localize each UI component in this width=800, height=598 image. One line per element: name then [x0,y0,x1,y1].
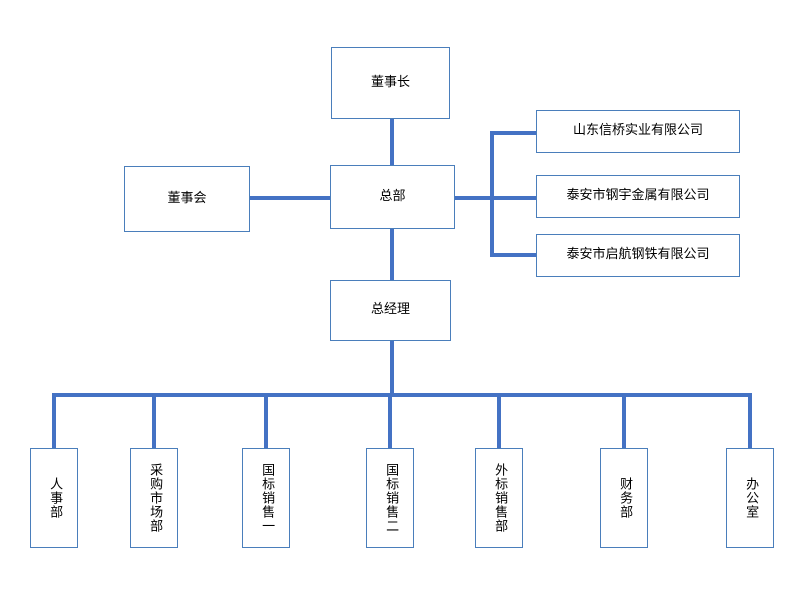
node-subsidiary-2-label: 泰安市钢宇金属有限公司 [566,188,710,204]
node-chairman[interactable]: 董事长 [331,47,450,119]
node-department-6-label: 财务部 [617,477,633,519]
node-subsidiary-2[interactable]: 泰安市钢宇金属有限公司 [536,175,740,218]
node-department-4[interactable]: 国标销售二 [366,448,414,548]
node-department-6[interactable]: 财务部 [600,448,648,548]
node-department-7[interactable]: 办公室 [726,448,774,548]
node-department-1-label: 人事部 [47,477,63,519]
node-department-5[interactable]: 外标销售部 [475,448,523,548]
node-department-3[interactable]: 国标销售一 [242,448,290,548]
node-department-2[interactable]: 采购市场部 [130,448,178,548]
node-department-1[interactable]: 人事部 [30,448,78,548]
node-subsidiary-3[interactable]: 泰安市启航钢铁有限公司 [536,234,740,277]
node-subsidiary-1[interactable]: 山东信桥实业有限公司 [536,110,740,153]
node-chairman-label: 董事长 [370,74,410,90]
node-subsidiary-1-label: 山东信桥实业有限公司 [572,123,703,139]
connector-branch-subsidiary-2 [490,196,538,200]
connector-drop-department-1 [52,393,56,448]
connector-drop-department-4 [388,393,392,448]
node-department-3-label: 国标销售一 [259,463,275,533]
connector-drop-department-3 [264,393,268,448]
node-general-manager-label: 总经理 [370,302,410,318]
node-headquarters[interactable]: 总部 [330,165,455,229]
node-department-4-label: 国标销售二 [383,463,399,533]
connector-headquarters-to-general-manager [390,228,394,280]
node-board-of-directors[interactable]: 董事会 [124,166,250,232]
node-department-5-label: 外标销售部 [492,463,508,533]
node-department-2-label: 采购市场部 [147,463,163,533]
connector-drop-department-6 [622,393,626,448]
connector-drop-department-7 [748,393,752,448]
node-general-manager[interactable]: 总经理 [330,280,451,341]
connector-chairman-to-headquarters [390,118,394,168]
node-headquarters-label: 总部 [379,188,406,204]
connector-branch-subsidiary-3 [490,253,538,257]
connector-drop-department-5 [497,393,501,448]
connector-branch-subsidiary-1 [490,131,538,135]
connector-general-manager-to-bus [390,340,394,397]
node-board-of-directors-label: 董事会 [167,190,207,206]
connector-drop-department-2 [152,393,156,448]
connector-board-to-headquarters [249,196,332,200]
node-subsidiary-3-label: 泰安市启航钢铁有限公司 [566,247,710,263]
connector-department-bus [52,393,752,397]
node-department-7-label: 办公室 [743,477,759,519]
connector-subsidiary-trunk [490,131,494,255]
